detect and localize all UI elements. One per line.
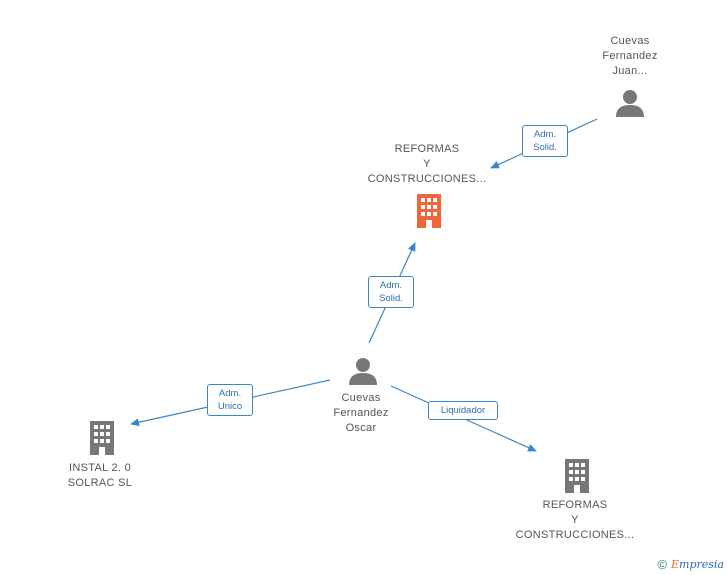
company-bottom-label[interactable]: REFORMAS Y CONSTRUCCIONES... bbox=[505, 498, 645, 543]
company-line: CONSTRUCCIONES... bbox=[367, 173, 487, 185]
company-line: Y bbox=[571, 514, 579, 526]
role-line: Solid. bbox=[533, 142, 557, 153]
role-line: Solid. bbox=[379, 293, 403, 304]
building-icon[interactable] bbox=[414, 194, 444, 228]
edge-label-top-to-main[interactable]: Adm. Solid. bbox=[522, 125, 568, 157]
building-icon[interactable] bbox=[87, 421, 117, 455]
company-left-label[interactable]: INSTAL 2. 0 SOLRAC SL bbox=[50, 461, 150, 491]
company-line: Y bbox=[423, 158, 431, 170]
company-line: REFORMAS bbox=[542, 499, 608, 511]
name-line: Juan... bbox=[612, 65, 648, 77]
person-center-label[interactable]: Cuevas Fernandez Oscar bbox=[311, 391, 411, 436]
role-line: Adm. bbox=[533, 129, 557, 140]
company-main-label[interactable]: REFORMAS Y CONSTRUCCIONES... bbox=[357, 142, 497, 187]
brand-rest: mpresia bbox=[679, 558, 724, 571]
name-line: Cuevas bbox=[610, 35, 650, 47]
edge-label-center-to-main[interactable]: Adm. Solid. bbox=[368, 276, 414, 308]
name-line: Cuevas bbox=[341, 392, 381, 404]
person-icon[interactable] bbox=[615, 88, 645, 118]
role-line: Liquidador bbox=[440, 405, 486, 416]
role-line: Adm. bbox=[379, 280, 403, 291]
name-line: Oscar bbox=[345, 422, 377, 434]
company-line: REFORMAS bbox=[394, 143, 460, 155]
building-icon[interactable] bbox=[562, 459, 592, 493]
footer-brand[interactable]: © Empresia bbox=[657, 557, 724, 572]
edge-label-center-to-bottom[interactable]: Liquidador bbox=[428, 401, 498, 420]
brand-logo: Empresia bbox=[671, 558, 724, 571]
person-top-label[interactable]: Cuevas Fernandez Juan... bbox=[580, 34, 680, 79]
brand-initial: E bbox=[671, 558, 680, 571]
edge-label-center-to-left[interactable]: Adm. Unico bbox=[207, 384, 253, 416]
company-line: SOLRAC SL bbox=[67, 477, 133, 489]
company-line: INSTAL 2. 0 bbox=[69, 462, 131, 474]
role-line: Adm. bbox=[218, 388, 242, 399]
person-icon[interactable] bbox=[348, 356, 378, 386]
name-line: Fernandez bbox=[333, 407, 389, 419]
role-line: Unico bbox=[217, 401, 243, 412]
copyright-icon: © bbox=[657, 557, 667, 572]
name-line: Fernandez bbox=[602, 50, 658, 62]
company-line: CONSTRUCCIONES... bbox=[515, 529, 635, 541]
